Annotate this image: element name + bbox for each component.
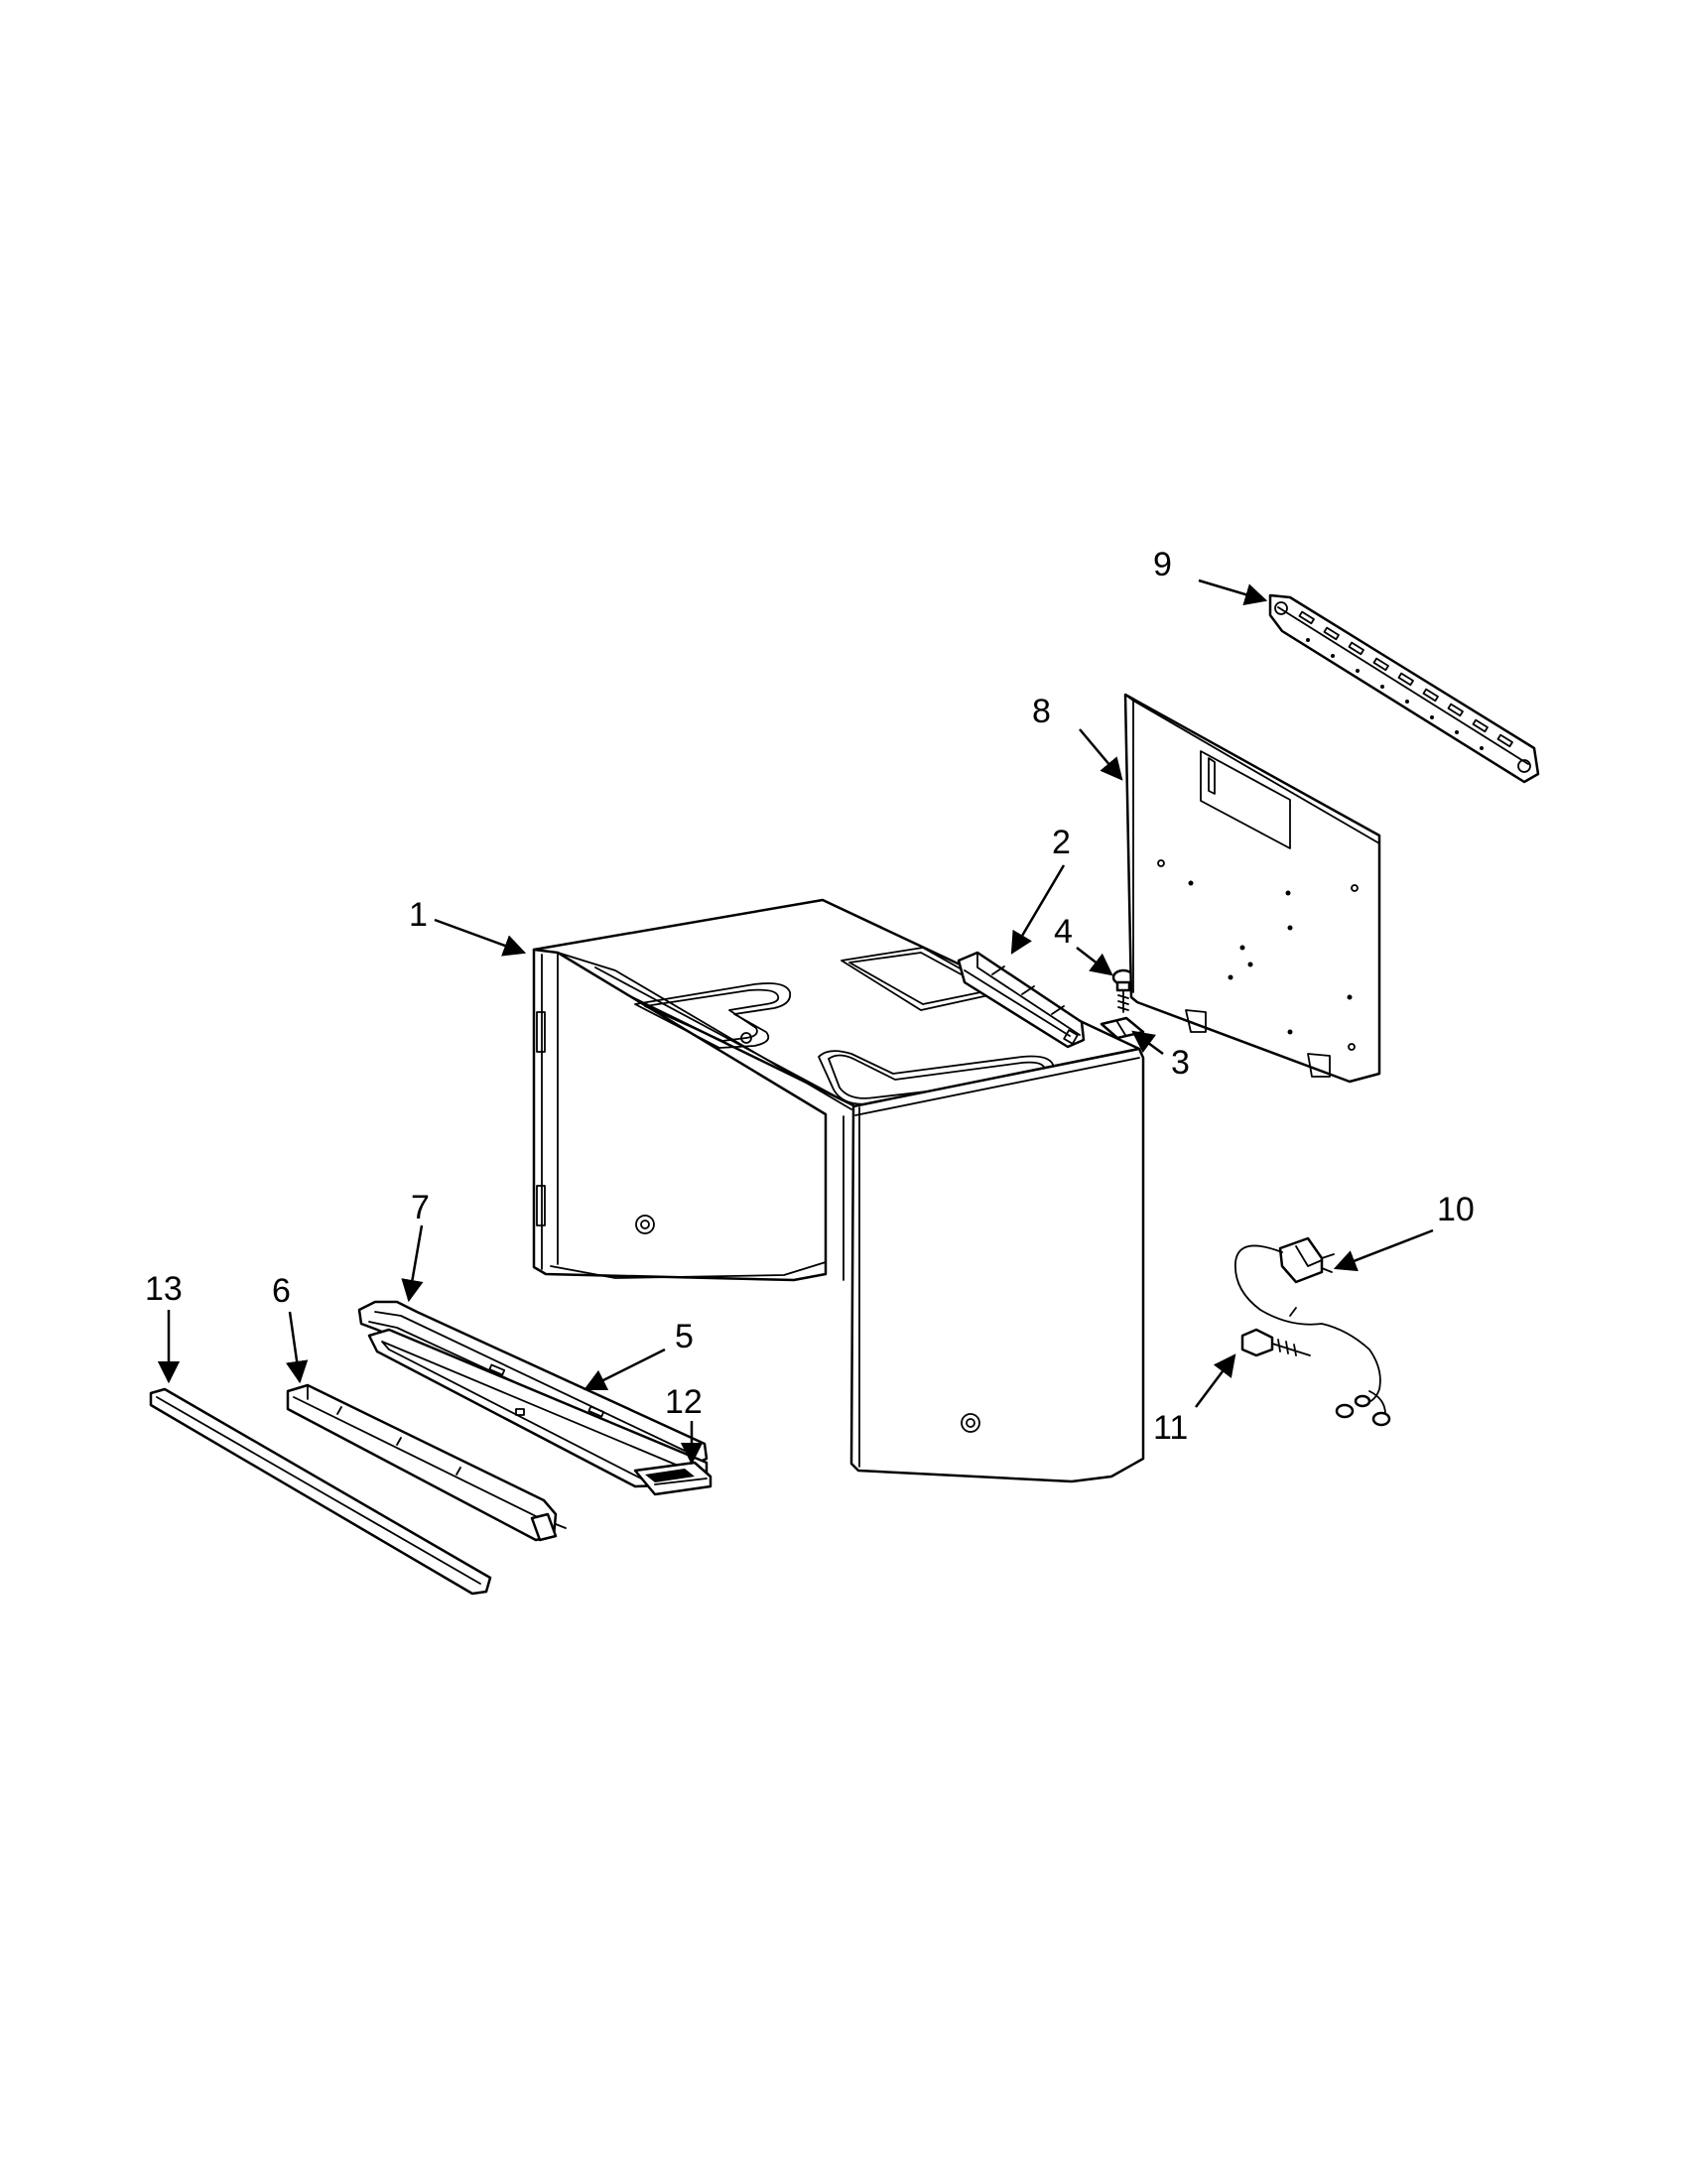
leader-1 [434,918,527,957]
callout-10: 10 [1437,1191,1475,1228]
leader-10 [1333,1228,1434,1272]
leader-3 [1131,1030,1164,1056]
leader-4 [1076,947,1113,976]
callout-7: 7 [411,1189,430,1226]
part-9-mounting-plate [1268,593,1540,784]
leader-2 [1010,864,1066,955]
part-13-front-strip [149,1387,492,1596]
leader-11 [1195,1353,1236,1408]
leader-9 [1198,578,1268,605]
leader-8 [1079,728,1123,781]
callout-5: 5 [675,1318,694,1355]
part-1-cabinet-wrapper [532,898,1145,1483]
callout-4: 4 [1054,913,1073,951]
callout-1: 1 [409,896,428,934]
callout-3: 3 [1171,1044,1190,1082]
callout-9: 9 [1153,546,1172,583]
callout-2: 2 [1052,824,1071,861]
part-8-back-panel [1123,693,1381,1084]
callout-leaders [157,578,1434,1466]
part-5-filter-frame [367,1328,713,1496]
callout-13: 13 [145,1270,183,1308]
part-6-front-trim [286,1383,567,1542]
part-12-filter [654,1477,708,1485]
leader-7 [401,1224,424,1303]
callout-labels: 1 2 3 4 5 6 7 8 9 10 11 12 13 [145,546,1475,1447]
callout-8: 8 [1032,693,1051,730]
part-10-power-cord [1234,1236,1391,1427]
callout-11: 11 [1153,1409,1188,1447]
part-11-ground-screw [1240,1328,1311,1357]
leader-6 [285,1311,309,1384]
leader-5 [583,1348,666,1391]
part-2-bracket [957,951,1086,1049]
callout-12: 12 [665,1383,703,1421]
mounting-plate-slots [1298,610,1513,750]
callout-6: 6 [272,1272,291,1310]
